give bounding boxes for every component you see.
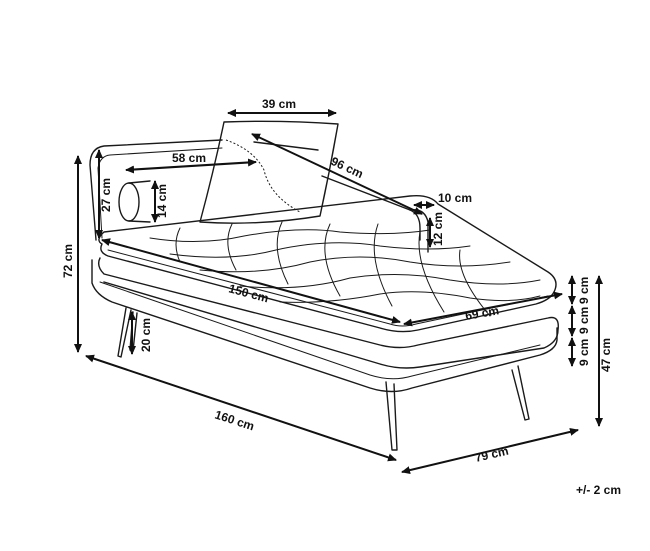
label-total-depth: 79 cm: [474, 444, 510, 465]
bolster-pillow: [118, 180, 151, 223]
label-armrest-width: 10 cm: [438, 191, 472, 205]
label-total-height: 72 cm: [61, 244, 75, 278]
label-seat-depth: 69 cm: [464, 303, 500, 323]
leg-front-right: [385, 381, 398, 451]
label-cushion-top: 9 cm: [577, 277, 591, 304]
leg-back-right: [511, 365, 530, 421]
base-frame-inner: [99, 281, 541, 380]
sofa-body: [89, 120, 559, 451]
label-pillow-width: 39 cm: [262, 97, 296, 111]
label-cushion-bottom: 9 cm: [577, 339, 591, 366]
label-back-inner-width: 58 cm: [172, 151, 206, 165]
base-frame: [91, 259, 558, 393]
tolerance-note: +/- 2 cm: [576, 483, 621, 497]
dimension-labels: 39 cm 96 cm 58 cm 27 cm 14 cm 10 cm 12 c…: [61, 97, 613, 465]
label-bolster-diameter: 14 cm: [155, 184, 169, 218]
label-back-height: 27 cm: [99, 178, 113, 212]
label-pillow-diagonal: 96 cm: [329, 154, 366, 181]
square-pillow: [199, 120, 339, 224]
leg-front-left: [117, 307, 132, 358]
label-cushion-middle: 9 cm: [577, 307, 591, 334]
label-armrest-height: 12 cm: [431, 212, 445, 246]
label-seat-total-height: 47 cm: [599, 338, 613, 372]
label-leg-height: 20 cm: [139, 318, 153, 352]
dimension-lines: [74, 109, 603, 475]
